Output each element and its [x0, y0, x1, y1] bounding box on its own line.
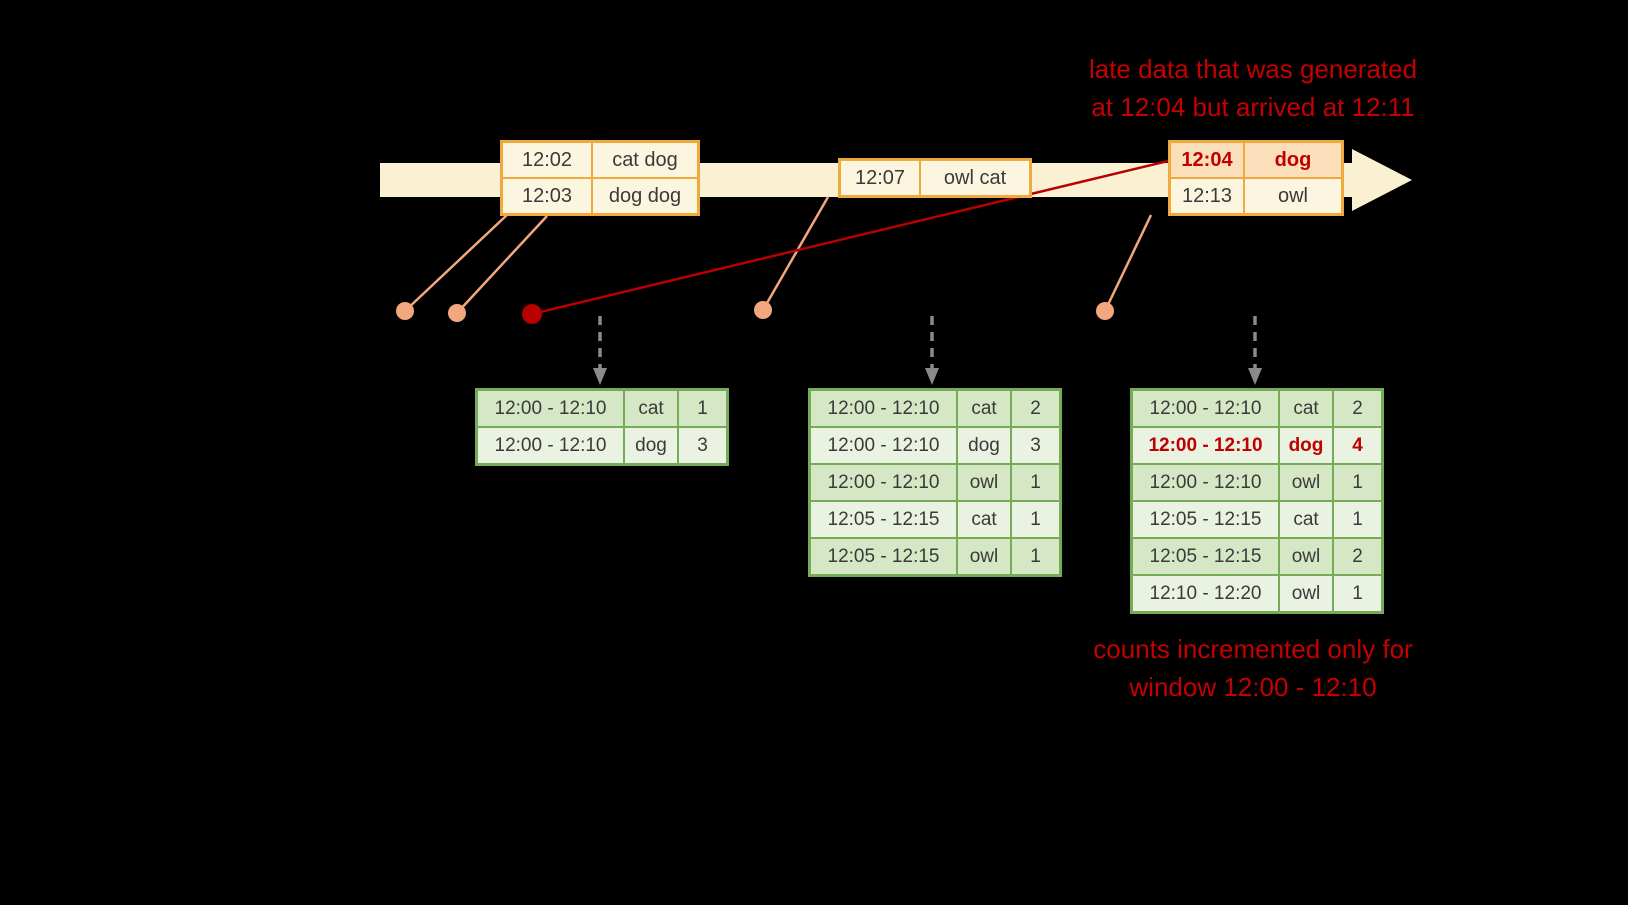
event-time-cell: 12:07 — [841, 161, 919, 195]
late-word-cell: dog — [1280, 428, 1332, 463]
word-cell: cat — [625, 391, 677, 426]
arrival-dot — [1096, 302, 1114, 320]
window-cell: 12:05 - 12:15 — [811, 502, 956, 537]
late-data-annotation-line1: late data that was generated — [1088, 54, 1418, 84]
window-cell: 12:05 - 12:15 — [811, 539, 956, 574]
count-cell: 1 — [1012, 502, 1059, 537]
word-cell: cat — [958, 502, 1010, 537]
window-cell: 12:00 - 12:10 — [478, 428, 623, 463]
result-table-2: 12:00 - 12:10 cat 2 12:00 - 12:10 dog 3 … — [808, 388, 1062, 577]
word-cell: owl — [958, 465, 1010, 500]
window-cell: 12:00 - 12:10 — [478, 391, 623, 426]
counts-annotation-line2: window 12:00 - 12:10 — [1129, 672, 1377, 702]
event-words-cell: owl cat — [921, 161, 1029, 195]
window-cell: 12:05 - 12:15 — [1133, 502, 1278, 537]
event-time-cell: 12:13 — [1171, 179, 1243, 213]
window-cell: 12:00 - 12:10 — [811, 428, 956, 463]
event-time-cell: 12:02 — [503, 143, 591, 177]
window-cell: 12:00 - 12:10 — [1133, 391, 1278, 426]
word-cell: owl — [1280, 576, 1332, 611]
late-count-cell: 4 — [1334, 428, 1381, 463]
event-words-cell: dog dog — [593, 179, 697, 213]
window-cell: 12:00 - 12:10 — [1133, 465, 1278, 500]
event-words-cell: owl — [1245, 179, 1341, 213]
count-cell: 1 — [679, 391, 726, 426]
late-event-time-cell: 12:04 — [1171, 143, 1243, 177]
count-cell: 1 — [1334, 576, 1381, 611]
counts-annotation-line1: counts incremented only for — [1093, 634, 1413, 664]
count-cell: 3 — [1012, 428, 1059, 463]
timeline-arrowhead-icon — [1352, 149, 1412, 211]
trigger-arrow-icon — [925, 316, 939, 385]
count-cell: 2 — [1334, 539, 1381, 574]
result-table-1: 12:00 - 12:10 cat 1 12:00 - 12:10 dog 3 — [475, 388, 729, 466]
late-data-annotation-line2: at 12:04 but arrived at 12:11 — [1091, 92, 1415, 122]
arrival-dot — [448, 304, 466, 322]
result-table-3: 12:00 - 12:10 cat 2 12:00 - 12:10 dog 4 … — [1130, 388, 1384, 614]
word-cell: cat — [1280, 502, 1332, 537]
count-cell: 1 — [1012, 465, 1059, 500]
late-event-words-cell: dog — [1245, 143, 1341, 177]
word-cell: cat — [958, 391, 1010, 426]
counts-incremented-annotation: counts incremented only for window 12:00… — [1033, 630, 1473, 706]
word-cell: cat — [1280, 391, 1332, 426]
word-cell: owl — [1280, 465, 1332, 500]
window-cell: 12:05 - 12:15 — [1133, 539, 1278, 574]
count-cell: 3 — [679, 428, 726, 463]
trigger-arrow-icon — [593, 316, 607, 385]
window-cell: 12:00 - 12:10 — [811, 391, 956, 426]
word-cell: dog — [958, 428, 1010, 463]
late-arrival-dot — [522, 304, 542, 324]
event-connector-line — [761, 196, 830, 311]
word-cell: owl — [1280, 539, 1332, 574]
event-time-cell: 12:03 — [503, 179, 591, 213]
event-table-3: 12:04 dog 12:13 owl — [1168, 140, 1344, 216]
event-table-1: 12:02 cat dog 12:03 dog dog — [500, 140, 700, 216]
event-words-cell: cat dog — [593, 143, 697, 177]
event-connector-line — [456, 215, 548, 314]
count-cell: 2 — [1012, 391, 1059, 426]
event-connector-line — [404, 213, 509, 312]
event-connector-line — [1103, 214, 1153, 312]
late-data-connector-line — [531, 159, 1169, 316]
window-cell: 12:10 - 12:20 — [1133, 576, 1278, 611]
count-cell: 1 — [1012, 539, 1059, 574]
late-window-cell: 12:00 - 12:10 — [1133, 428, 1278, 463]
event-table-2: 12:07 owl cat — [838, 158, 1032, 198]
window-cell: 12:00 - 12:10 — [811, 465, 956, 500]
arrival-dot — [396, 302, 414, 320]
arrival-dot — [754, 301, 772, 319]
count-cell: 2 — [1334, 391, 1381, 426]
count-cell: 1 — [1334, 502, 1381, 537]
count-cell: 1 — [1334, 465, 1381, 500]
word-cell: dog — [625, 428, 677, 463]
trigger-arrow-icon — [1248, 316, 1262, 385]
late-data-annotation: late data that was generated at 12:04 bu… — [1033, 50, 1473, 126]
word-cell: owl — [958, 539, 1010, 574]
